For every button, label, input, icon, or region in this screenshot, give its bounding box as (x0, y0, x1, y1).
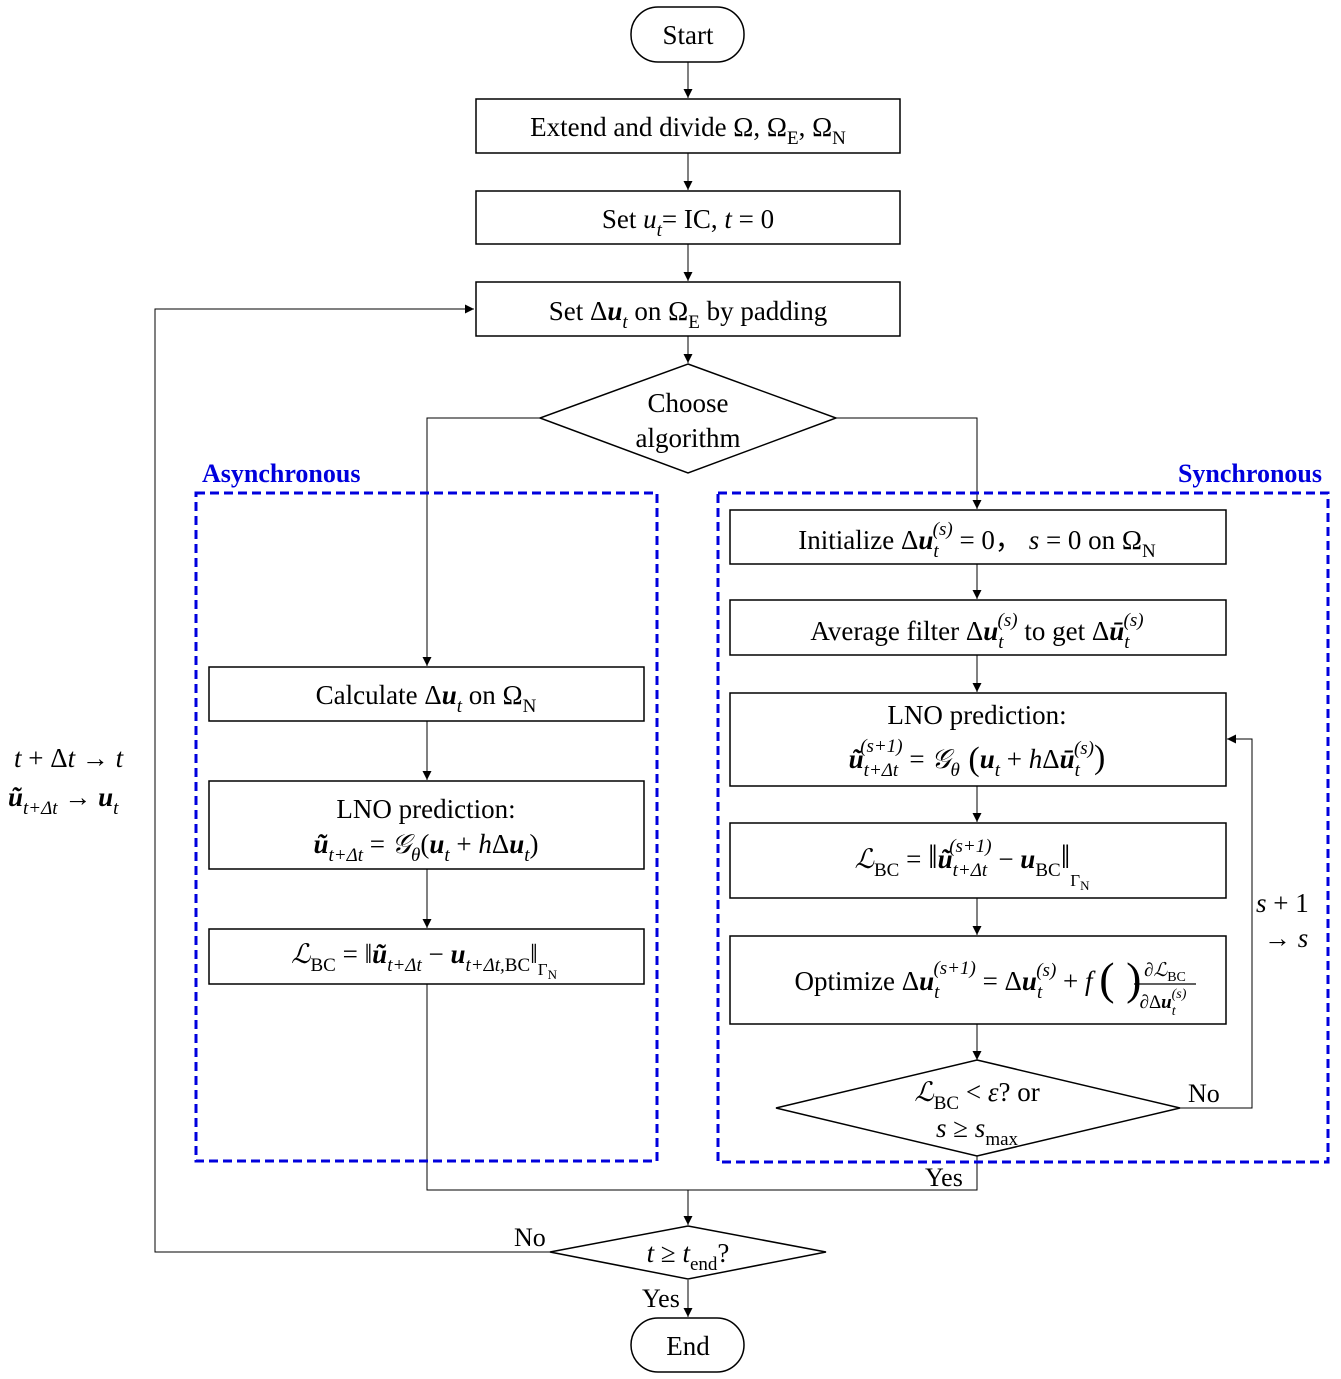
arrow-time-no-loop (154, 304, 550, 1253)
choose-line1: Choose (648, 388, 729, 418)
line-sync-yes-to-merge (688, 1156, 978, 1191)
arrow-choose-to-sync (836, 417, 982, 509)
async-lno-title: LNO prediction: (336, 794, 515, 824)
time-yes-label: Yes (642, 1284, 680, 1313)
async-loss-label: ℒBC = ‖ũt+Δt − ut+Δt,BC‖ΓN (291, 939, 558, 982)
end-node[interactable]: End (630, 1317, 745, 1373)
set-ic-box[interactable]: Set ut= IC, t = 0 (475, 190, 901, 245)
connectors (154, 62, 1253, 1317)
async-region (194, 491, 659, 1163)
sync-region-title: Synchronous (1178, 459, 1322, 488)
sync-lno-formula: ũt+Δt(s+1) = 𝒢θ (ut + hΔūt(s)) (849, 736, 1106, 781)
sync-region (716, 491, 1330, 1164)
start-label: Start (663, 20, 714, 50)
start-node[interactable]: Start (630, 6, 745, 63)
sync-no-label: No (1188, 1079, 1220, 1108)
sync-initialize-box[interactable]: Initialize Δut(s) = 0， s = 0 on ΩN (729, 509, 1227, 565)
line-async-to-merge (426, 984, 688, 1191)
extend-divide-box[interactable]: Extend and divide Ω, ΩE, ΩN (475, 98, 901, 154)
time-no-label: No (514, 1223, 546, 1252)
async-region-title: Asynchronous (202, 459, 360, 488)
sync-lno-box[interactable]: LNO prediction: ũt+Δt(s+1) = 𝒢θ (ut + hΔ… (729, 692, 1227, 787)
update-label-line2: ũt+Δt → ut (8, 782, 119, 819)
sync-check-decision[interactable]: ℒBC < ε? or s ≥ smax (775, 1059, 1181, 1157)
time-check-decision[interactable]: t ≥ tend? (549, 1225, 827, 1280)
sync-filter-box[interactable]: Average filter Δut(s) to get Δūt(s) (729, 599, 1227, 656)
arrow-choose-to-async (422, 417, 540, 666)
sync-optimize-box[interactable]: Optimize Δut(s+1) = Δut(s) + f ( ) ∂ℒBC … (729, 935, 1227, 1025)
async-loss-box[interactable]: ℒBC = ‖ũt+Δt − ut+Δt,BC‖ΓN (208, 928, 645, 985)
arrow-check-no-loop (1180, 734, 1253, 1109)
iter-label-line2: → s (1264, 923, 1308, 953)
sync-initialize-label: Initialize Δut(s) = 0， s = 0 on ΩN (798, 519, 1156, 562)
set-padding-box[interactable]: Set Δut on ΩE by padding (475, 281, 901, 337)
sync-loss-box[interactable]: ℒBC = ‖ũt+Δt(s+1) − uBC‖ΓN (729, 822, 1227, 899)
async-lno-box[interactable]: LNO prediction: ũt+Δt = 𝒢θ(ut + hΔut) (208, 780, 645, 870)
sync-filter-label: Average filter Δut(s) to get Δūt(s) (810, 610, 1143, 653)
choose-line2: algorithm (636, 423, 741, 453)
update-label-line1: t + Δt → t (14, 743, 125, 773)
iter-label-line1: s + 1 (1256, 888, 1309, 918)
choose-algorithm-decision[interactable]: Choose algorithm (537, 363, 839, 474)
sync-loss-label: ℒBC = ‖ũt+Δt(s+1) − uBC‖ΓN (855, 836, 1091, 893)
sync-lno-title: LNO prediction: (887, 700, 1066, 730)
end-label: End (666, 1331, 710, 1361)
async-calculate-box[interactable]: Calculate Δut on ΩN (208, 666, 645, 722)
sync-yes-label: Yes (925, 1163, 963, 1192)
